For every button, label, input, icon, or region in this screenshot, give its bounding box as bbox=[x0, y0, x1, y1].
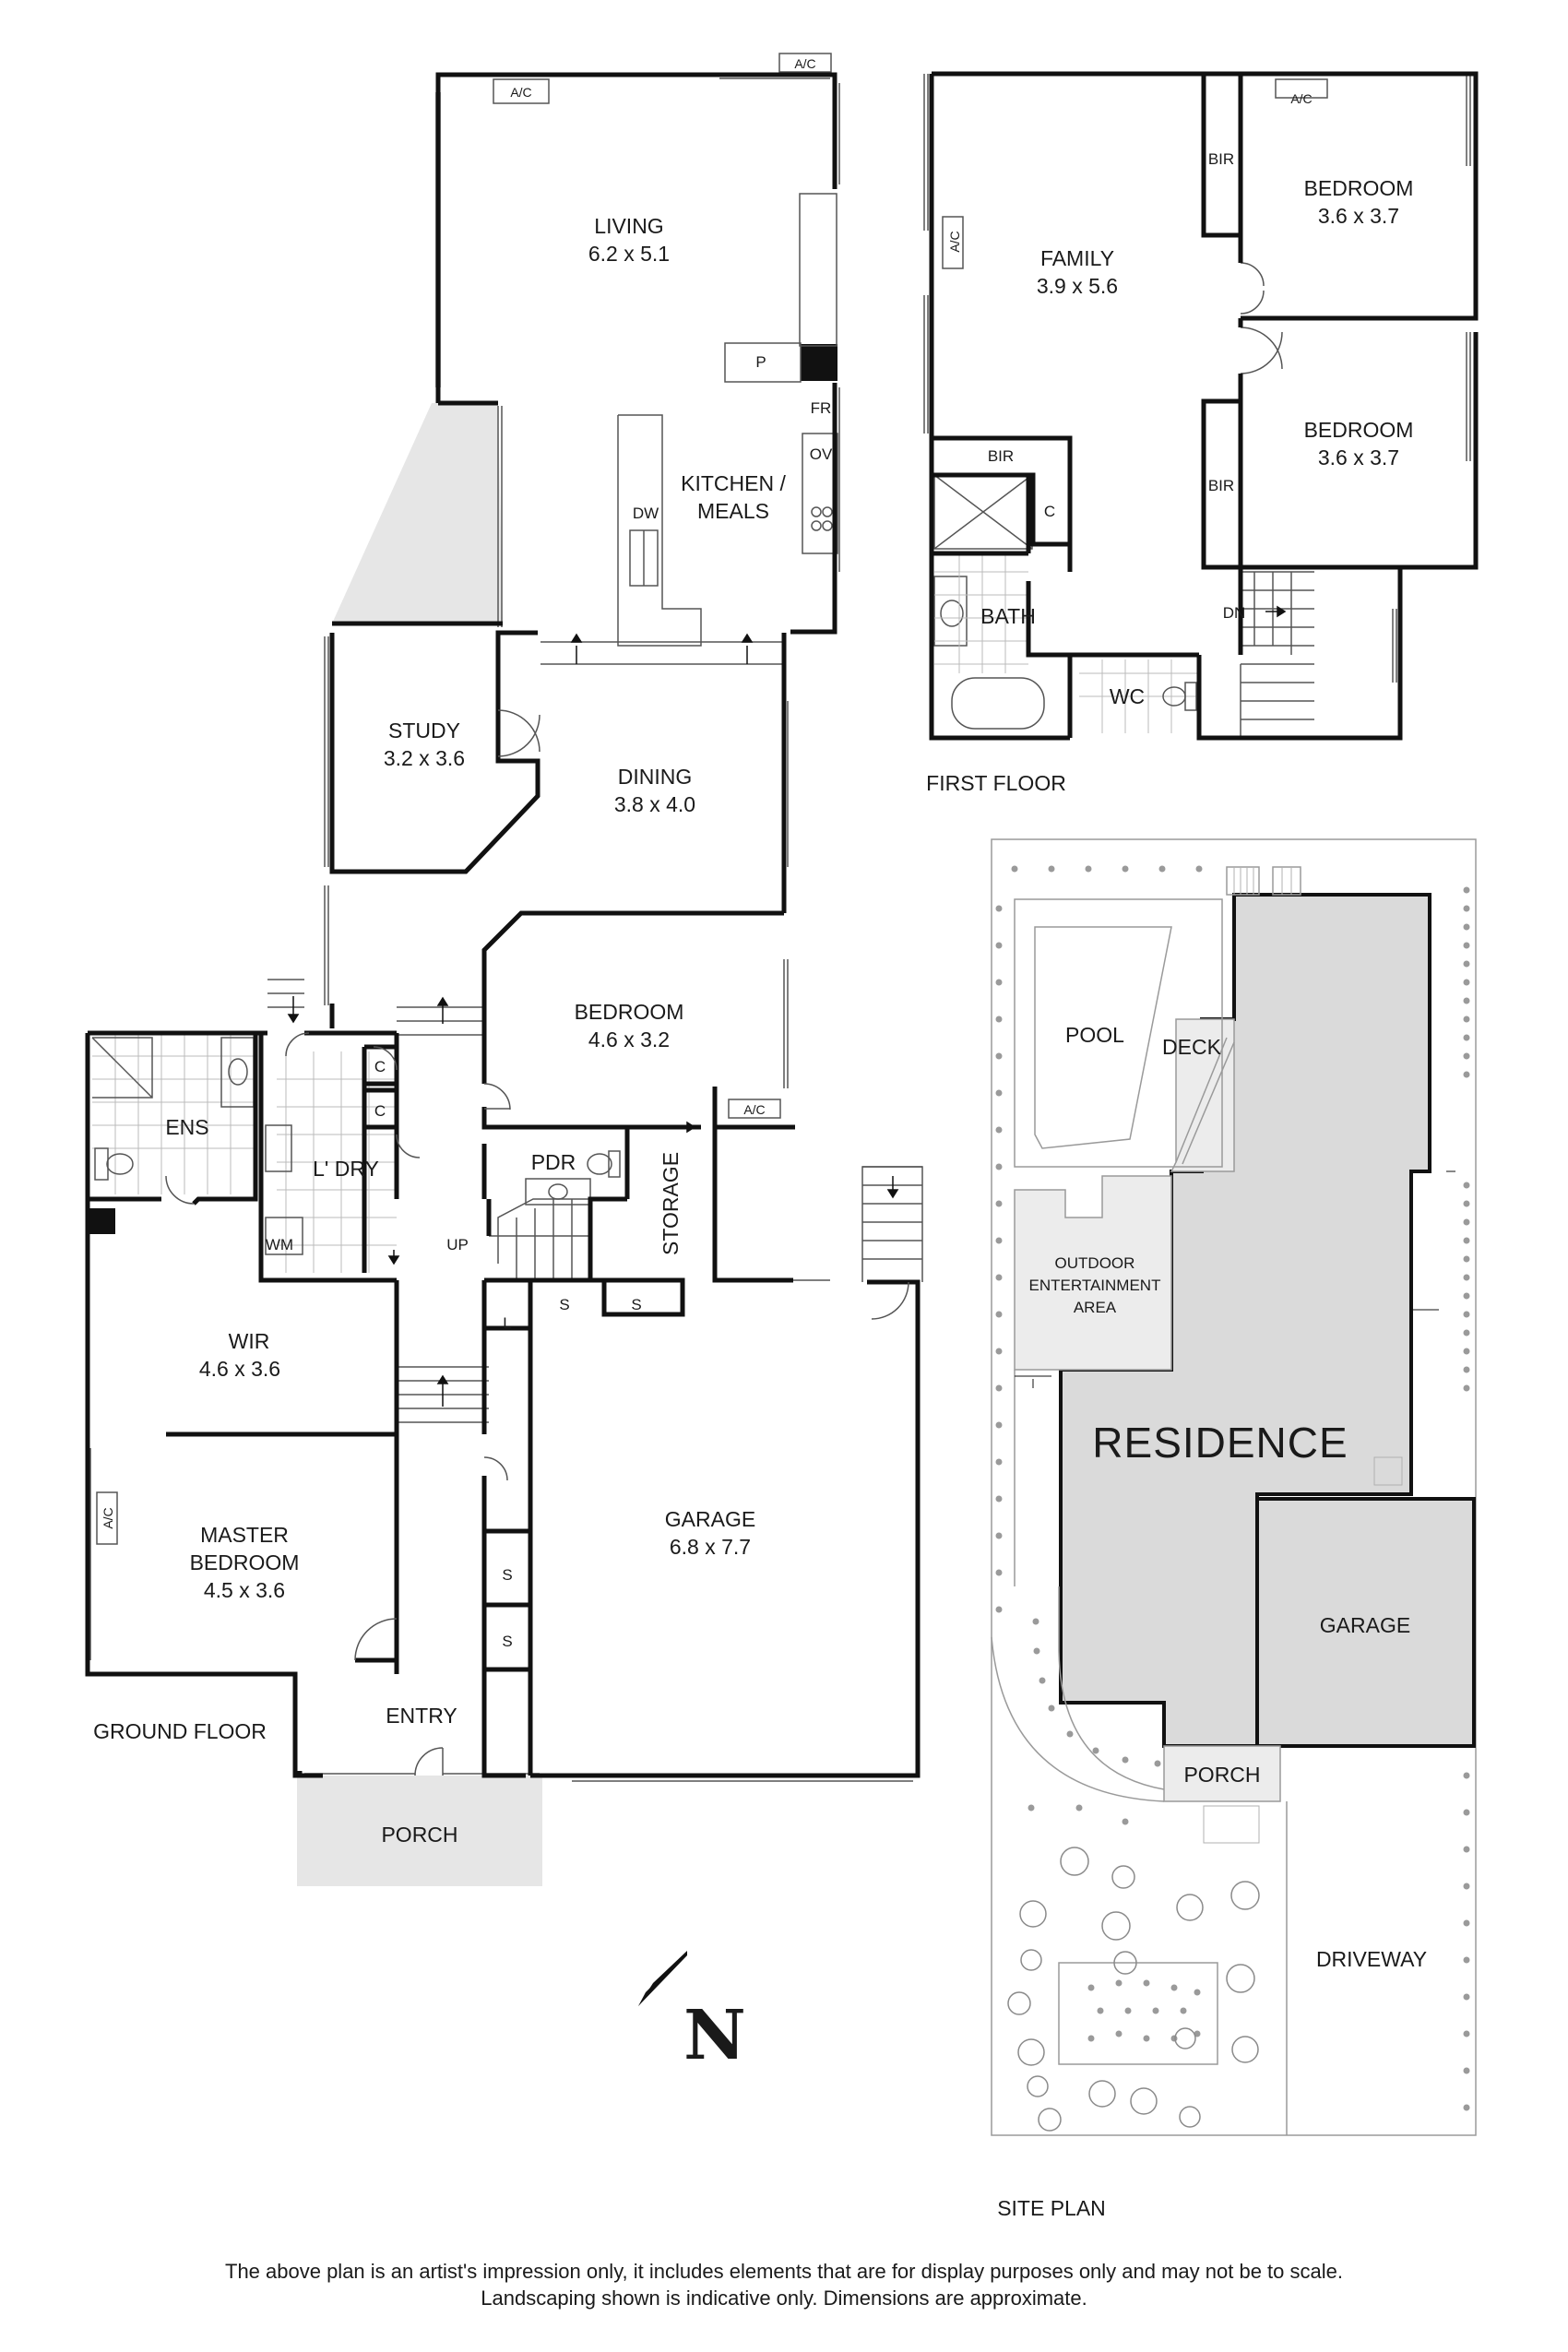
disclaimer: The above plan is an artist's impression… bbox=[0, 2258, 1568, 2311]
site-plan-labels: POOL DECK OUTDOOR ENTERTAINMENT AREA RES… bbox=[997, 1023, 1427, 2220]
gf-bedroom-label: BEDROOM bbox=[575, 1000, 684, 1024]
dining-label: DINING bbox=[618, 765, 693, 789]
residence-label: RESIDENCE bbox=[1092, 1419, 1348, 1467]
bir-label-1: BIR bbox=[1208, 150, 1234, 168]
store-label-4: S bbox=[502, 1633, 512, 1650]
laundry-cupboard-2: C bbox=[374, 1102, 386, 1120]
dining-dims: 3.8 x 4.0 bbox=[614, 792, 695, 816]
kitchen-label-2: MEALS bbox=[697, 499, 769, 523]
storage-label: STORAGE bbox=[659, 1152, 683, 1255]
site-porch-label: PORCH bbox=[1183, 1763, 1260, 1787]
ac-label-bedroom: A/C bbox=[743, 1102, 765, 1117]
north-arrow bbox=[638, 1951, 687, 2006]
outdoor-label-3: AREA bbox=[1074, 1299, 1117, 1316]
site-trees bbox=[1007, 1847, 1260, 2132]
disclaimer-line-1: The above plan is an artist's impression… bbox=[225, 2260, 1343, 2283]
porch-fill bbox=[297, 1776, 542, 1886]
living-label: LIVING bbox=[594, 214, 663, 238]
site-porch bbox=[1163, 1745, 1281, 1802]
ac-label-master: A/C bbox=[101, 1507, 115, 1528]
first-floor-labels: FAMILY 3.9 x 5.6 BEDROOM 3.6 x 3.7 BEDRO… bbox=[926, 91, 1413, 795]
ground-floor-arrows bbox=[287, 633, 899, 1407]
ff-bedroom1-label: BEDROOM bbox=[1304, 176, 1414, 200]
dn-label: DN bbox=[1223, 604, 1246, 622]
north-letter: N bbox=[683, 1996, 746, 2075]
site-garage-footprint bbox=[1255, 1497, 1476, 1748]
living-dims: 6.2 x 5.1 bbox=[588, 242, 670, 266]
kitchen-label-1: KITCHEN / bbox=[681, 471, 786, 495]
driveway-label: DRIVEWAY bbox=[1316, 1947, 1427, 1971]
dishwasher-label: DW bbox=[633, 505, 659, 522]
first-floor-caption: FIRST FLOOR bbox=[926, 771, 1066, 795]
living-bay-fill bbox=[332, 403, 503, 624]
porch-label: PORCH bbox=[381, 1823, 457, 1847]
site-garage-label: GARAGE bbox=[1320, 1613, 1410, 1637]
outdoor-label-2: ENTERTAINMENT bbox=[1029, 1277, 1161, 1294]
wir-label: WIR bbox=[229, 1329, 270, 1353]
fireplace-block-master bbox=[89, 1208, 115, 1234]
ac-label-family: A/C bbox=[947, 231, 962, 252]
wc-label: WC bbox=[1110, 684, 1145, 708]
family-dims: 3.9 x 5.6 bbox=[1037, 274, 1118, 298]
ff-bedroom2-dims: 3.6 x 3.7 bbox=[1318, 445, 1399, 469]
bath-label: BATH bbox=[980, 604, 1036, 628]
oven-label: OV bbox=[810, 445, 833, 463]
up-label: UP bbox=[446, 1236, 469, 1253]
master-dims: 4.5 x 3.6 bbox=[204, 1578, 285, 1602]
wm-label: WM bbox=[266, 1236, 293, 1253]
linen-label: L bbox=[503, 1314, 511, 1332]
site-hedges bbox=[995, 865, 1470, 2111]
wir-dims: 4.6 x 3.6 bbox=[199, 1357, 280, 1381]
first-floor-fixtures bbox=[923, 73, 1471, 740]
site-outdoor-area bbox=[1014, 1175, 1172, 1371]
bir-label-3: BIR bbox=[988, 447, 1014, 465]
bir-label-2: BIR bbox=[1208, 477, 1234, 494]
site-boundary bbox=[991, 838, 1477, 2136]
store-label-1: S bbox=[559, 1296, 569, 1313]
laundry-cupboard-1: C bbox=[374, 1058, 386, 1075]
site-plan-caption: SITE PLAN bbox=[997, 2196, 1106, 2220]
ac-label-living-2: A/C bbox=[794, 56, 815, 71]
gf-bedroom-dims: 4.6 x 3.2 bbox=[588, 1028, 670, 1051]
garage-dims: 6.8 x 7.7 bbox=[670, 1535, 751, 1559]
fireplace-block bbox=[801, 344, 837, 381]
ff-bedroom1-dims: 3.6 x 3.7 bbox=[1318, 204, 1399, 228]
ground-floor-labels: LIVING 6.2 x 5.1 KITCHEN / MEALS STUDY 3… bbox=[93, 56, 833, 1847]
grey-fills bbox=[89, 344, 837, 1886]
store-label-2: S bbox=[631, 1296, 641, 1313]
garage-label: GARAGE bbox=[665, 1507, 755, 1531]
ground-floor-caption: GROUND FLOOR bbox=[93, 1719, 267, 1743]
ff-cupboard-label: C bbox=[1044, 503, 1055, 520]
first-floor-walls bbox=[929, 71, 1479, 741]
ff-bedroom2-label: BEDROOM bbox=[1304, 418, 1414, 442]
pool-label: POOL bbox=[1065, 1023, 1124, 1047]
disclaimer-line-2: Landscaping shown is indicative only. Di… bbox=[481, 2287, 1087, 2310]
ac-label-ff-bedroom: A/C bbox=[1290, 91, 1312, 106]
pdr-label: PDR bbox=[531, 1150, 576, 1174]
fridge-label: FR bbox=[811, 399, 832, 417]
study-label: STUDY bbox=[388, 719, 460, 742]
ground-floor-walls bbox=[85, 72, 921, 1778]
first-floor-arrows bbox=[1265, 605, 1287, 618]
ground-floor-doors bbox=[165, 709, 909, 1776]
store-label-3: S bbox=[502, 1566, 512, 1584]
master-label-1: MASTER bbox=[200, 1523, 289, 1547]
deck-label: DECK bbox=[1162, 1035, 1222, 1059]
master-label-2: BEDROOM bbox=[190, 1550, 300, 1574]
pantry-label: P bbox=[755, 353, 766, 371]
entry-label: ENTRY bbox=[386, 1704, 457, 1728]
family-label: FAMILY bbox=[1040, 246, 1114, 270]
site-plan bbox=[991, 838, 1477, 2136]
outdoor-label-1: OUTDOOR bbox=[1055, 1254, 1135, 1272]
study-dims: 3.2 x 3.6 bbox=[384, 746, 465, 770]
ac-label-living-1: A/C bbox=[510, 85, 531, 100]
ens-label: ENS bbox=[165, 1115, 208, 1139]
laundry-label: L' DRY bbox=[313, 1157, 379, 1181]
